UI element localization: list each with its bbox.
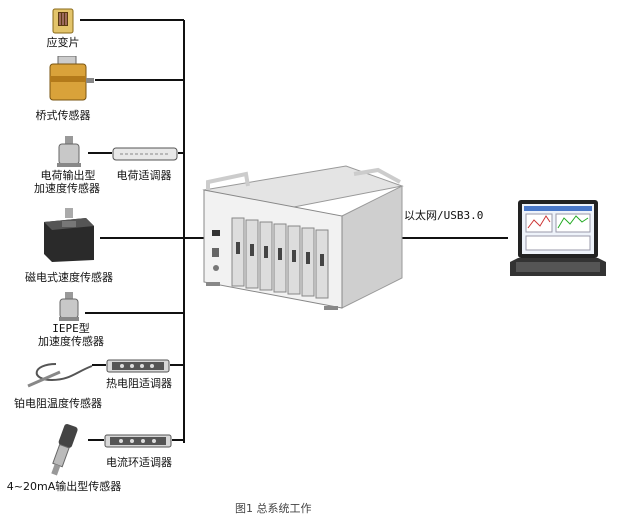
charge-accelerometer-icon — [55, 136, 83, 168]
platinum-rtd-probe-icon — [26, 350, 96, 390]
charge-conditioner-icon — [112, 146, 178, 161]
link-label: 以太网/USB3.0 — [404, 209, 484, 222]
current-conditioner-label: 电流环适调器 — [106, 456, 172, 469]
figure-caption: 图1 总系统工作 — [235, 502, 312, 515]
thermal-conditioner-label: 热电阻适调器 — [106, 377, 172, 390]
magnetic-velocity-sensor-icon — [40, 208, 98, 264]
load-cell-icon — [40, 55, 96, 104]
iepe-label-1: IEPE型 — [52, 322, 90, 335]
iepe-label-2: 加速度传感器 — [38, 335, 104, 348]
laptop-icon — [510, 198, 606, 280]
bridge-sensor-label: 桥式传感器 — [35, 109, 91, 122]
strain-gauge-label: 应变片 — [46, 36, 80, 49]
thermal-conditioner-icon — [106, 358, 170, 373]
data-acquisition-chassis-icon — [196, 160, 408, 310]
strain-gauge-icon — [52, 8, 74, 34]
current-sensor-label: 4~20mA输出型传感器 — [6, 480, 122, 493]
charge-sensor-label-1: 电荷输出型 — [40, 169, 96, 182]
current-conditioner-icon — [104, 433, 172, 448]
pt-sensor-label: 铂电阻温度传感器 — [14, 397, 102, 410]
charge-sensor-label-2: 加速度传感器 — [34, 182, 100, 195]
magnetic-velocity-label: 磁电式速度传感器 — [25, 271, 113, 284]
charge-conditioner-label: 电荷适调器 — [116, 169, 172, 182]
pressure-transmitter-icon — [38, 422, 88, 478]
iepe-accelerometer-icon — [57, 292, 81, 322]
